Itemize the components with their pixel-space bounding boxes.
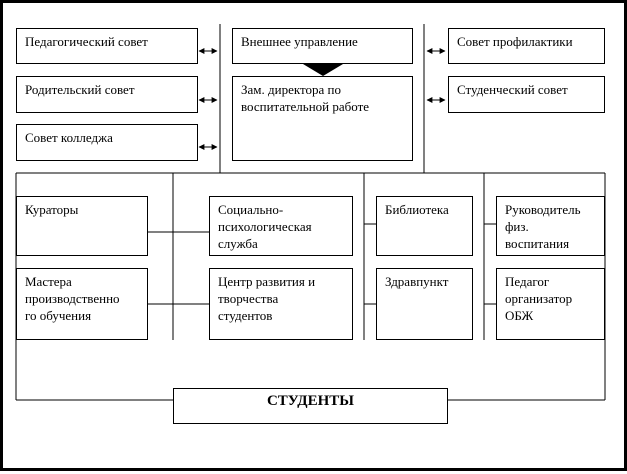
box-ped-sovet: Педагогический совет bbox=[16, 28, 198, 64]
box-rod-sovet: Родительский совет bbox=[16, 76, 198, 113]
box-studenty: СТУДЕНТЫ bbox=[173, 388, 448, 424]
box-soc-psych: Социально- психологическая служба bbox=[209, 196, 353, 256]
box-biblioteka: Библиотека bbox=[376, 196, 473, 256]
box-zdravpunkt: Здравпункт bbox=[376, 268, 473, 340]
box-ruk-fiz: Руководитель физ. воспитания bbox=[496, 196, 605, 256]
box-vneshnee: Внешнее управление bbox=[232, 28, 413, 64]
box-stud-sovet: Студенческий совет bbox=[448, 76, 605, 113]
box-zam-director: Зам. директора по воспитательной работе bbox=[232, 76, 413, 161]
box-sovet-prof: Совет профилактики bbox=[448, 28, 605, 64]
box-mastera: Мастера производственно го обучения bbox=[16, 268, 148, 340]
connector-lines bbox=[15, 24, 606, 401]
triangle-arrow-down bbox=[303, 64, 343, 76]
box-pedagog-obj: Педагог организатор ОБЖ bbox=[496, 268, 605, 340]
box-centr: Центр развития и творчества студентов bbox=[209, 268, 353, 340]
box-sovet-colleja: Совет колледжа bbox=[16, 124, 198, 161]
box-kuratory: Кураторы bbox=[16, 196, 148, 256]
